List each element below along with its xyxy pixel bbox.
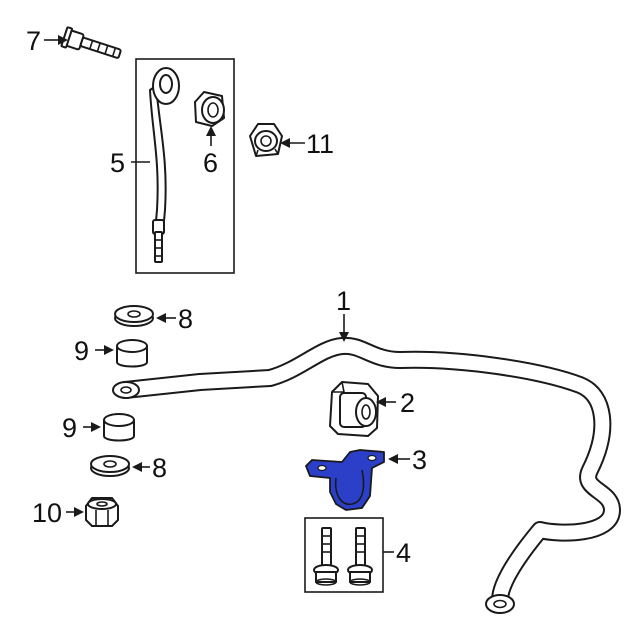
washer-8-upper[interactable] [114,305,154,327]
washer-8-lower[interactable] [90,455,130,477]
callout-3: 3 [412,445,427,475]
bar-bushing-2[interactable] [329,381,379,437]
stabilizer-link-5[interactable] [149,67,180,263]
callout-10: 10 [32,498,62,528]
nut-11[interactable] [249,123,283,157]
callout-5: 5 [110,148,125,178]
bushing-6[interactable] [194,91,225,127]
callout-8-lower: 8 [152,453,167,483]
callout-9-lower: 9 [62,413,77,443]
nut-10[interactable] [85,497,119,527]
bushing-9-upper[interactable] [116,339,148,368]
bolt-7[interactable] [60,26,122,64]
callout-1: 1 [336,286,351,316]
callout-2: 2 [400,388,415,418]
bolt-4a[interactable] [313,527,339,586]
callout-6: 6 [203,148,218,178]
callout-8-upper: 8 [178,304,193,334]
callout-4: 4 [396,538,411,568]
bolt-4b[interactable] [347,527,373,586]
link-kit-box [135,58,235,274]
bushing-9-lower[interactable] [103,413,135,442]
callout-9-upper: 9 [74,336,89,366]
bushing-bracket-3[interactable] [305,449,385,511]
callout-7: 7 [26,26,41,56]
stabilizer-bar-1[interactable] [112,336,621,614]
callout-11: 11 [306,129,334,159]
bolt-kit-box [304,517,384,593]
